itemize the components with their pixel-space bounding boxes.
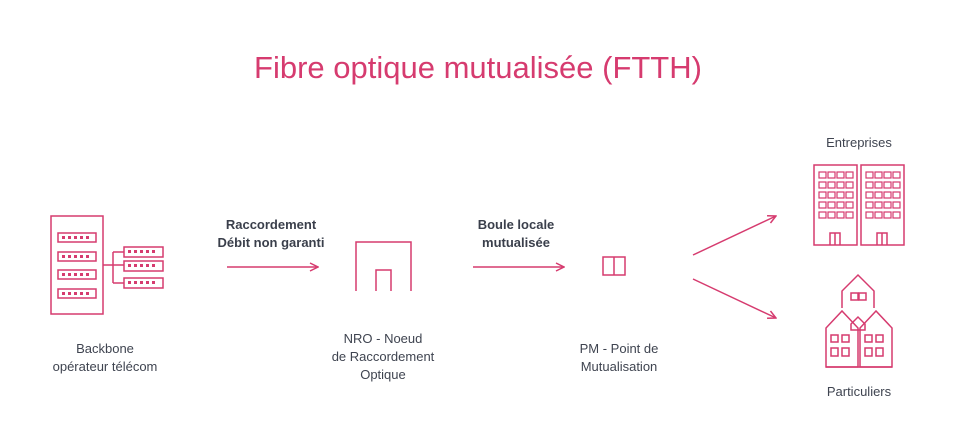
link2-label: Boule locale mutualisée: [441, 216, 591, 252]
pm-label: PM - Point de Mutualisation: [544, 340, 694, 376]
arrow-pm-to-entreprises: [692, 216, 776, 256]
pm-label-line1: PM - Point de: [579, 341, 659, 356]
link1-label-line2: Débit non garanti: [217, 235, 325, 250]
server-rack-icon: [50, 215, 164, 315]
link1-label: Raccordement Débit non garanti: [196, 216, 346, 252]
link2-label-line2: mutualisée: [482, 235, 550, 250]
link2-label-line1: Boule locale: [477, 217, 555, 232]
link1-label-line1: Raccordement: [225, 217, 317, 232]
nro-label-line1: NRO - Noeud: [343, 331, 423, 346]
backbone-label-line2: opérateur télécom: [52, 359, 158, 374]
pm-label-line2: Mutualisation: [580, 359, 658, 374]
backbone-label: Backbone opérateur télécom: [30, 340, 180, 376]
particuliers-label: Particuliers: [826, 384, 892, 399]
entreprises-label: Entreprises: [826, 135, 892, 150]
office-buildings-icon: [813, 164, 905, 246]
nro-label-line2: de Raccordement: [331, 349, 435, 364]
nro-label-line3: Optique: [360, 367, 406, 382]
diagram-title: Fibre optique mutualisée (FTTH): [254, 50, 702, 85]
arrow-pm-to-particuliers: [692, 278, 776, 318]
nro-label: NRO - Noeud de Raccordement Optique: [308, 330, 458, 384]
building-outline-icon: [355, 241, 412, 291]
backbone-label-line1: Backbone: [76, 341, 134, 356]
cabinet-icon: [602, 256, 626, 276]
houses-icon: [825, 273, 893, 368]
